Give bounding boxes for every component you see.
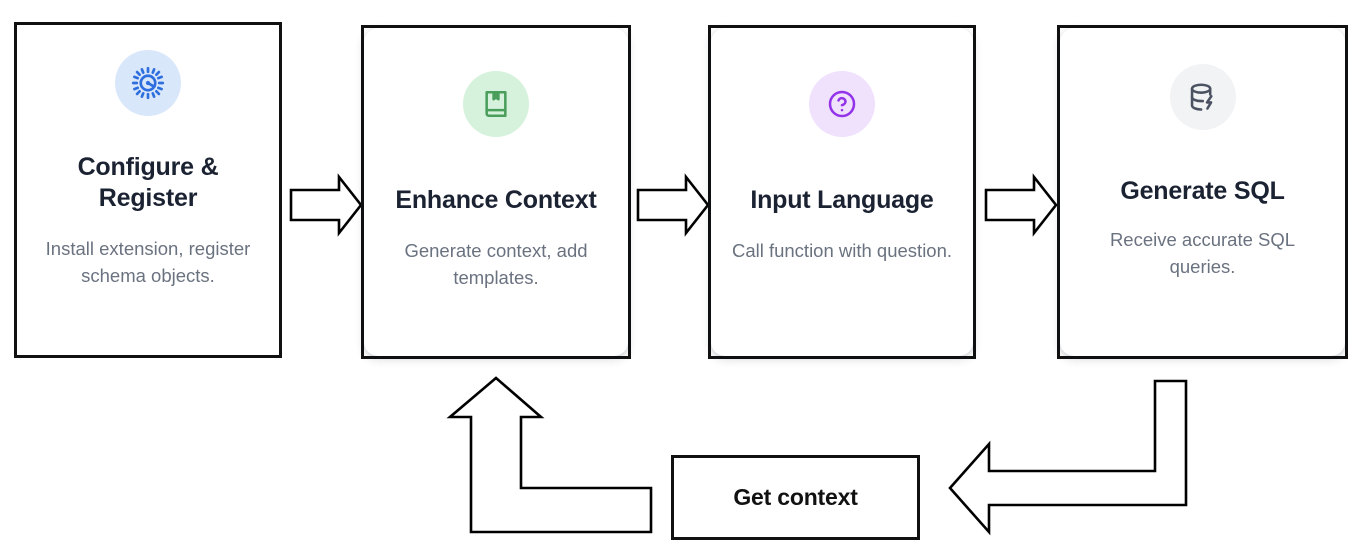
arrow-step4-to-get-context	[948, 379, 1188, 536]
step-card-enhance-context[interactable]: Enhance Context Generate context, add te…	[361, 25, 631, 359]
step-card-title: Configure & Register	[77, 153, 219, 212]
arrow-get-context-to-step2	[446, 376, 653, 534]
step-card-title: Input Language	[750, 186, 934, 214]
step-card-configure-register[interactable]: Configure & Register Install extension, …	[14, 22, 282, 358]
step-card-title: Generate SQL	[1120, 177, 1285, 205]
book-bookmark-icon	[485, 91, 507, 117]
gear-icon-badge	[115, 50, 181, 116]
get-context-label: Get context	[733, 484, 858, 510]
step-card-description: Generate context, add templates.	[404, 239, 588, 289]
step-card-description: Call function with question.	[731, 239, 953, 261]
database-bolt-icon-badge	[1169, 64, 1236, 130]
step-card-body: Generate SQL Receive accurate SQL querie…	[1060, 28, 1345, 356]
gear-icon	[131, 66, 165, 100]
arrow-step3-to-step4	[984, 173, 1058, 237]
step-card-description: Receive accurate SQL queries.	[1109, 228, 1296, 278]
question-circle-icon	[828, 90, 856, 118]
question-circle-icon-badge	[809, 71, 875, 137]
book-bookmark-icon-badge	[463, 71, 529, 137]
step-card-title: Enhance Context	[395, 186, 597, 214]
get-context-box[interactable]: Get context	[671, 455, 920, 540]
arrow-step2-to-step3	[636, 173, 710, 237]
step-card-generate-sql[interactable]: Generate SQL Receive accurate SQL querie…	[1057, 25, 1348, 359]
step-card-input-language[interactable]: Input Language Call function with questi…	[708, 25, 976, 359]
step-card-body: Enhance Context Generate context, add te…	[364, 28, 628, 356]
arrow-step1-to-step2	[289, 173, 363, 237]
step-card-body: Configure & Register Install extension, …	[17, 25, 279, 355]
step-card-body: Input Language Call function with questi…	[711, 28, 973, 356]
step-card-description: Install extension, register schema objec…	[45, 237, 251, 286]
database-bolt-icon	[1190, 82, 1213, 111]
